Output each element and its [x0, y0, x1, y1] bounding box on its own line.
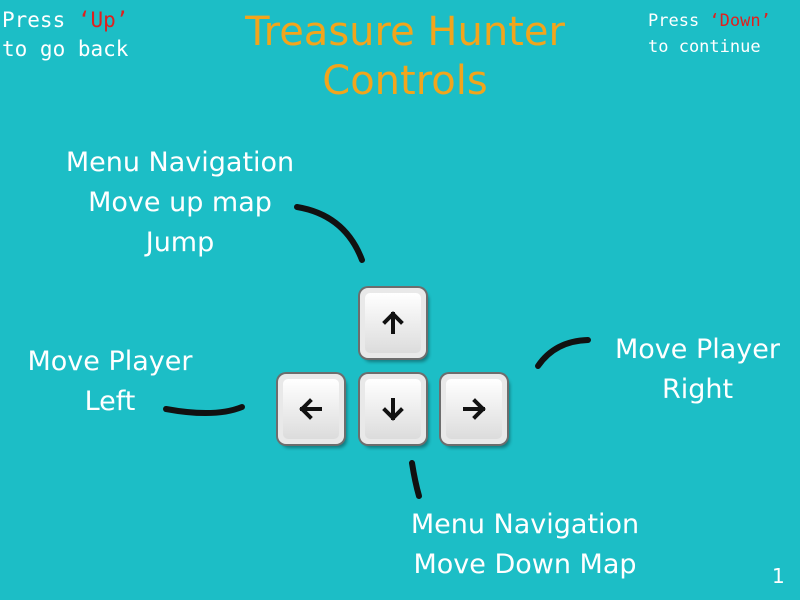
arrow-down-icon — [382, 398, 404, 421]
back-hint-prefix: Press — [2, 8, 78, 32]
back-hint-line2: to go back — [2, 37, 129, 61]
left-label-line1: Move Player — [27, 346, 193, 377]
up-arrow-key[interactable] — [360, 288, 426, 358]
back-hint-key: ‘Up’ — [77, 8, 129, 32]
title-line1: Treasure Hunter — [245, 9, 565, 55]
arrow-left-icon — [299, 398, 322, 420]
down-key-label: Menu Navigation Move Down Map — [395, 505, 655, 585]
down-arrow-key[interactable] — [360, 374, 426, 444]
up-key-label: Menu Navigation Move up map Jump — [50, 143, 310, 263]
back-hint: Press ‘Up’ to go back — [2, 6, 128, 64]
left-arrow-key[interactable] — [278, 374, 344, 444]
continue-hint-prefix: Press — [648, 11, 710, 31]
down-label-line1: Menu Navigation — [410, 509, 640, 540]
down-label-line2: Move Down Map — [413, 549, 637, 580]
up-label-line3: Jump — [145, 227, 215, 258]
title-line2: Controls — [322, 58, 488, 104]
right-connector-curve — [535, 337, 591, 369]
continue-hint-line1: Press ‘Down’ — [648, 8, 771, 34]
up-label-line1: Menu Navigation — [65, 147, 295, 178]
left-label-line2: Left — [84, 386, 136, 417]
page-title: Treasure Hunter Controls — [225, 8, 585, 106]
left-key-face — [283, 379, 339, 439]
up-connector-curve — [294, 204, 365, 263]
continue-hint-key: ‘Down’ — [709, 11, 771, 31]
up-label-line2: Move up map — [88, 187, 272, 218]
right-key-face — [446, 379, 502, 439]
left-connector-curve — [163, 404, 245, 417]
left-key-label: Move Player Left — [10, 342, 210, 422]
continue-hint-line2: to continue — [648, 37, 761, 57]
right-label-line2: Right — [661, 374, 734, 405]
down-key-face — [365, 379, 421, 439]
right-key-label: Move Player Right — [600, 330, 795, 410]
continue-hint: Press ‘Down’ to continue — [648, 8, 771, 60]
back-hint-line1: Press ‘Up’ — [2, 6, 128, 35]
page-number: 1 — [772, 564, 785, 588]
arrow-up-icon — [382, 311, 404, 334]
right-arrow-key[interactable] — [441, 374, 507, 444]
up-key-face — [365, 293, 421, 353]
arrow-right-icon — [463, 398, 486, 420]
down-connector-curve — [409, 460, 422, 499]
right-label-line1: Move Player — [614, 334, 780, 365]
